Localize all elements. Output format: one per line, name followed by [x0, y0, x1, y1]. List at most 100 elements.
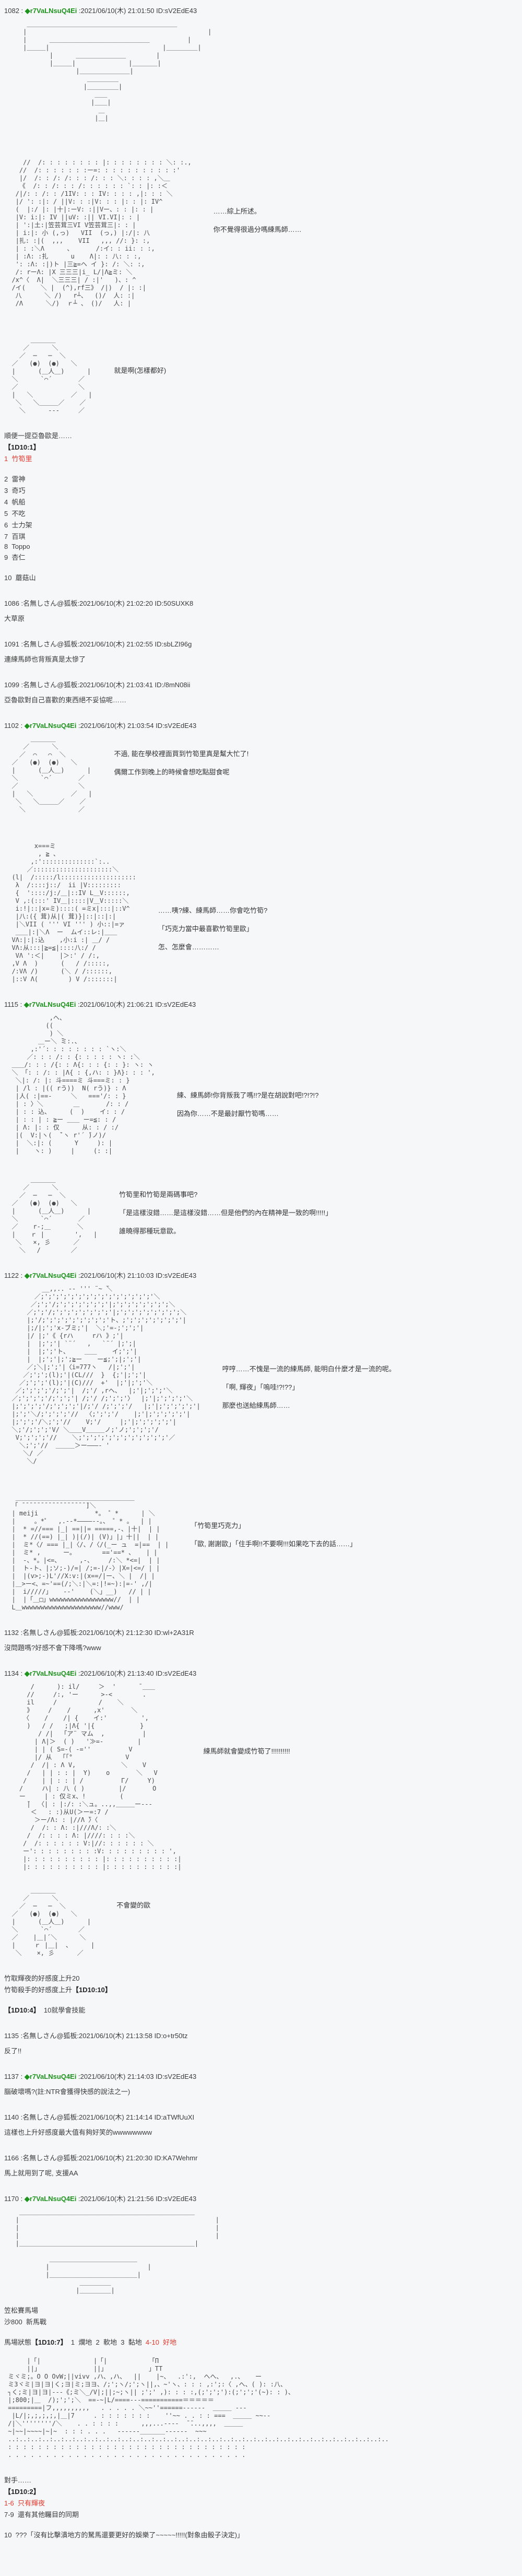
post-number: 1086 [4, 599, 19, 607]
dialogue-line: 偶爾工作到晚上的時候會想吃點甜食呢 [114, 768, 230, 776]
post-1135: 1135 :名無しさん@狐板:2021/06/10(木) 21:13:58 ID… [4, 2030, 518, 2055]
post-body: 沒問題嗎?好感不會下降嗎?www [4, 1644, 101, 1652]
aa-scene: ＿＿＿＿ ／ ＼ ／ ⌒ ⌒ ＼ ／ (●) (●) ＼ | (＿人＿) | ＼… [4, 735, 518, 814]
post-meta: :2021/06/10(木) 21:12:30 ID:wl+2A31R [77, 1629, 194, 1637]
dice-section: 對手…… 【1D10:2】 1-6 只有輝夜 7-9 還有其他矚目的同期 10 … [4, 2475, 518, 2539]
poster-name[interactable]: ◆r7VaLNsuQ4Ei [24, 2195, 77, 2203]
dice-result-highlight: 1 竹筍里 [4, 455, 32, 463]
dialogue-column: 練、練馬師!你背叛我了嗎!!?是在胡說對吧!?!?!? 因為你……不是最討厭竹筍… [177, 1090, 319, 1126]
post-meta: :2021/06/10(木) 21:02:20 ID:50SUXK8 [77, 599, 194, 607]
ascii-art-yaruo-face: ＿＿＿＿ ／ ＼ ／ ⌒ ⌒ ＼ ／ (●) (●) ＼ | (＿人＿) | ＼… [11, 735, 92, 813]
post-1091: 1091 :名無しさん@狐板:2021/06/10(木) 21:02:55 ID… [4, 639, 518, 664]
post-meta: :2021/06/10(木) 21:13:40 ID:sV2EdE43 [76, 1669, 197, 1677]
post-meta: :2021/06/10(木) 21:03:54 ID:sV2EdE43 [76, 722, 197, 730]
post-meta: :2021/06/10(木) 21:21:56 ID:sV2EdE43 [76, 2195, 197, 2203]
dialogue-line: 「竹筍里巧克力」 [191, 1522, 245, 1530]
post-1134: 1134 : ◆r7VaLNsuQ4Ei :2021/06/10(木) 21:1… [4, 1668, 518, 2015]
poster-name[interactable]: ◆r7VaLNsuQ4Ei [24, 722, 77, 730]
dice-option: 7-9 還有其他矚目的同期 [4, 2511, 79, 2519]
spacer [4, 2521, 518, 2528]
dice-result-highlight: 4-10 好地 [145, 2338, 177, 2346]
post-meta: :2021/06/10(木) 21:02:55 ID:sbLZI96g [77, 640, 192, 648]
dice-option: 9 杏仁 [4, 554, 26, 561]
body-line: 馬場狀態【1D10:7】 1 爛地 2 軟地 3 黏地 4-10 好地 [4, 2337, 518, 2347]
poster-name[interactable]: ◆r7VaLNsuQ4Ei [24, 1669, 77, 1677]
header-separator: : [18, 1001, 24, 1008]
post-number: 1137 [4, 2073, 19, 2080]
poster-name[interactable]: ◆r7VaLNsuQ4Ei [24, 2073, 77, 2080]
dialogue-line: 就是啊(怎樣都好) [114, 367, 167, 374]
post-meta: :2021/06/10(木) 21:01:50 ID:sV2EdE43 [77, 7, 197, 15]
dialogue-column: 「竹筍里巧克力」 「歐, 謝謝歐」「住手啊!!不要啊!!!如果吃下去的話……」 [191, 1520, 357, 1557]
dialogue-line: 「歐, 謝謝歐」「住手啊!!不要啊!!!如果吃下去的話……」 [191, 1540, 357, 1548]
poster-name: 名無しさん@狐板 [22, 1629, 77, 1637]
ascii-art-meiji-chocolate-box: ＿＿＿＿＿＿＿＿＿＿＿＿＿＿＿＿＿＿＿ 「 ̄ ̄ ̄ ̄ ̄ ̄ ̄ ̄ ̄ … [11, 1494, 169, 1611]
dialogue-line: 「啊, 輝夜」「嗚哇!?!??」 [222, 1383, 299, 1391]
post-header: 1115 : ◆r7VaLNsuQ4Ei :2021/06/10(木) 21:0… [4, 999, 518, 1009]
aa-scene: ＿＿＿＿ ／ ＼ ／ ─ ─ ＼ ／ (●) (●) ＼ | (＿人＿) | ＼… [4, 1176, 518, 1254]
body-text: 10就學會技能 [40, 2006, 86, 2014]
post-number: 1099 [4, 681, 19, 689]
dialogue-column: 哼哼……不愧是一流的練馬師, 能明白什麼才是一流的呢。 「啊, 輝夜」「嗚哇!?… [222, 1363, 396, 1418]
header-separator: : [18, 2032, 23, 2040]
dialogue-column: ……綜上所述。 你不覺得很過分嗎練馬師…… [213, 206, 302, 242]
post-number: 1082 [4, 7, 19, 15]
header-separator: : [18, 2154, 23, 2162]
post-meta: :2021/06/10(木) 21:03:41 ID:/8mN08ii [77, 681, 191, 689]
header-separator: : [18, 1629, 23, 1637]
dice-section: 順便一提亞魯歐是…… 【1D10:1】 1 竹筍里 2 雷神 3 奇巧 4 帆船… [4, 430, 518, 582]
dice-option: 10 ???「沒有比擊潰地方的駑馬還要更好的娛樂了~~~~~!!!!!(對象由骰… [4, 2531, 244, 2539]
post-meta: :2021/06/10(木) 21:06:21 ID:sV2EdE43 [76, 1001, 196, 1008]
post-body: 亞魯歐對自己喜歡的東西絕不妥協呢…… [4, 696, 127, 704]
post-header: 1137 : ◆r7VaLNsuQ4Ei :2021/06/10(木) 21:1… [4, 2071, 518, 2081]
poster-name: 名無しさん@狐板 [23, 640, 78, 648]
spacer [4, 2328, 518, 2335]
poster-name: 名無しさん@狐板 [23, 599, 78, 607]
ascii-art-two-figures: / ): il/ ＞ ' ̄ ＿＿ // /:, 'ー >-< . il / /… [19, 1683, 182, 1871]
post-header: 1099 :名無しさん@狐板:2021/06/10(木) 21:03:41 ID… [4, 679, 518, 689]
header-separator: : [18, 1669, 25, 1677]
header-separator: : [19, 640, 23, 648]
header-separator: : [18, 1272, 25, 1279]
post-meta: :2021/06/10(木) 21:14:14 ID:aTWfUuXI [77, 2113, 195, 2121]
post-number: 1091 [4, 640, 19, 648]
header-separator: : [19, 599, 23, 607]
dice-roll: 【1D10:2】 [4, 2488, 40, 2496]
post-1140: 1140 :名無しさん@狐板:2021/06/10(木) 21:14:14 ID… [4, 2112, 518, 2137]
ascii-art-racecourse: |「| |「| 「П ||」 ||」 」TT ミヾミ;。O O OvW;||vi… [8, 2357, 389, 2459]
aa-scene: ＿＿＿＿ ／ ＼ ／ ─ ─ ＼ ／ (●) (●) ＼ | (＿人＿) | ＼… [4, 336, 518, 415]
dice-option: 8 Toppo [4, 543, 30, 550]
poster-name[interactable]: ◆r7VaLNsuQ4Ei [24, 1272, 77, 1279]
ascii-art-kaguya-smug: __,,.. -‐ ''' ¨~ ̄＼ ／;';';';';';';';';';… [11, 1285, 200, 1465]
dialogue-column: 就是啊(怎樣都好) [114, 365, 167, 383]
poster-name: 名無しさん@狐板 [22, 2032, 77, 2040]
dice-option: 3 奇巧 [4, 487, 26, 495]
dialogue-line: 練馬師就會變成竹筍了!!!!!!!!!! [203, 1747, 290, 1755]
post-body: 連練馬師也背叛真是太慘了 [4, 655, 86, 663]
post-number: 1135 [4, 2032, 19, 2040]
poster-name: 名無しさん@狐板 [23, 681, 78, 689]
ascii-art-kaguya-shocked: ,ヘ、 (( ) ＼ ＿ー＼ ̄ミ:.、 ,:'´: : : : : : : :… [11, 1014, 155, 1155]
dialogue-column: 練馬師就會變成竹筍了!!!!!!!!!! [204, 1746, 290, 1764]
ascii-art-yaruo-face: ＿＿＿＿ ／ ＼ ／ ─ ─ ＼ ／ (●) (●) ＼ | (＿人＿) | ＼… [11, 336, 92, 414]
post-header: 1102 : ◆r7VaLNsuQ4Ei :2021/06/10(木) 21:0… [4, 720, 518, 730]
dice-roll: 【1D10:4】 [4, 2006, 40, 2014]
header-separator: : [19, 7, 25, 15]
body-line: 竹取輝夜的好感度上升20 [4, 1974, 80, 1982]
ascii-art-kaguya-sitting: // /: : : : : : : : |: : : : : : : : ＼: … [11, 159, 192, 307]
post-meta: :2021/06/10(木) 21:13:58 ID:o+tr50tz [77, 2032, 188, 2040]
ascii-art-sign-boxes: ＿＿＿＿＿＿＿＿＿＿＿＿＿＿＿＿＿＿＿＿＿＿＿＿＿＿＿＿ | | | | | [15, 2208, 219, 2294]
dialogue-line: 竹筍里和竹筍是兩碼事吧? [119, 1191, 198, 1198]
poster-name[interactable]: ◆r7VaLNsuQ4Ei [23, 1001, 76, 1008]
poster-name[interactable]: ◆r7VaLNsuQ4Ei [25, 7, 77, 15]
post-header: 1122 : ◆r7VaLNsuQ4Ei :2021/06/10(木) 21:1… [4, 1270, 518, 1280]
post-header: 1134 : ◆r7VaLNsuQ4Ei :2021/06/10(木) 21:1… [4, 1668, 518, 1678]
header-separator: : [19, 681, 23, 689]
post-number: 1132 [4, 1629, 19, 1637]
dialogue-line: 不會變的歐 [116, 1901, 151, 1909]
dice-result-highlight: 1-6 只有輝夜 [4, 2499, 45, 2507]
ascii-art-yaruo-face: ＿＿＿＿ ／ ＼ ／ ─ ─ ＼ ／ (●) (●) ＼ | (＿人＿) | ＼… [11, 1176, 98, 1254]
post-1099: 1099 :名無しさん@狐板:2021/06/10(木) 21:03:41 ID… [4, 679, 518, 704]
dialogue-line: 你不覺得很過分嗎練馬師…… [213, 226, 302, 233]
dialogue-line: ……咦?練、練馬師……你會吃竹筍? [158, 907, 268, 914]
